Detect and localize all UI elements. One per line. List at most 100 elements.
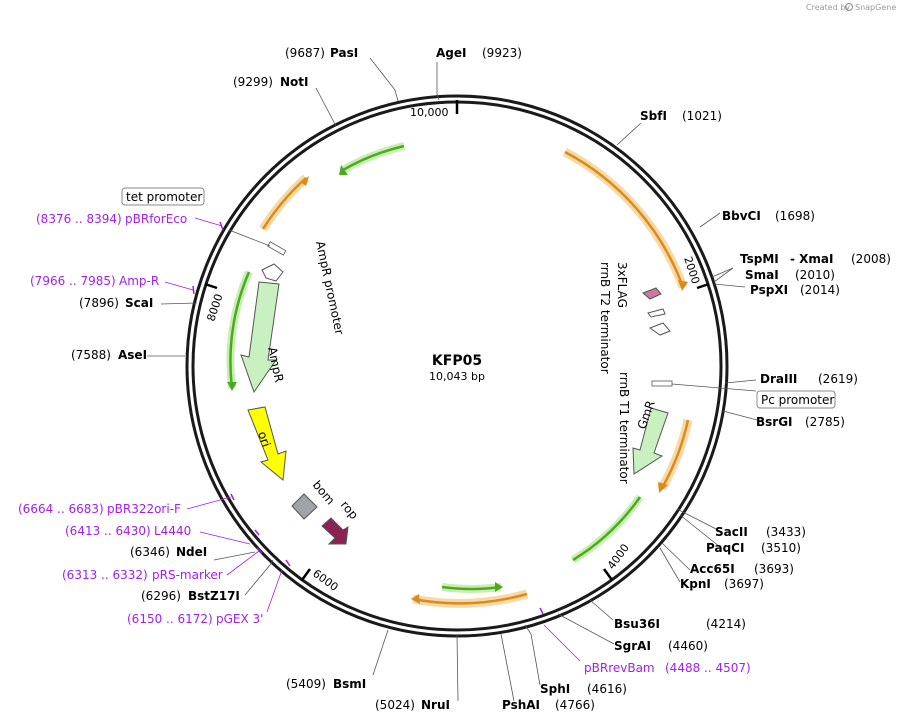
site-noti-position: (9299) [233, 75, 273, 89]
pc-promoter-label: Pc promoter [761, 393, 834, 407]
site-pasi-position: (9687) [285, 46, 325, 60]
feature-ori: ori [255, 430, 273, 449]
site-pshai-position: (4766) [555, 698, 595, 712]
site-kpni-name: KpnI [680, 577, 711, 591]
primer-pbrforeco-range: (8376 .. 8394) [36, 212, 122, 226]
credit-product: SnapGene [855, 3, 896, 12]
tet-promoter-label: tet promoter [126, 190, 202, 204]
orf-arrowheads-green [227, 165, 503, 592]
site-paqci-position: (3510) [761, 541, 801, 555]
site-bsu36i-name: Bsu36I [614, 617, 660, 631]
3xflag-feature [642, 287, 662, 300]
site-smai-position: (2010) [795, 268, 835, 282]
feature-rrnb-t2-terminator: rrnB T2 terminator [598, 262, 612, 374]
site-ndei-position: (6346) [130, 545, 170, 559]
tet-promoter-leader [228, 229, 271, 247]
primer-prs-marker-range: (6313 .. 6332) [62, 568, 148, 582]
primer-pbrrevbam-name: pBRrevBam [584, 661, 655, 675]
site-nrui-position: (5024) [375, 698, 415, 712]
site-asei-position: (7588) [71, 348, 111, 362]
ampr-arrow [240, 281, 280, 394]
primer-pgex3-range: (6150 .. 6172) [127, 612, 213, 626]
site-draiii-name: DraIII [760, 372, 797, 386]
site-sgrai-name: SgrAI [614, 639, 651, 653]
site-xmai-position: (2008) [851, 252, 891, 266]
orf-arcs-green [226, 142, 644, 593]
site-bsu36i-position: (4214) [706, 617, 746, 631]
primer-pgex3-name: pGEX 3' [216, 612, 263, 626]
pc-promoter-box [756, 390, 836, 409]
tick-label-8000: 8000 [204, 292, 225, 323]
plasmid-size: 10,043 bp [429, 370, 485, 383]
site-xmai-name: - XmaI [790, 252, 833, 266]
snapgene-logo-icon [844, 2, 854, 12]
feature-ampr-promoter: AmpR promoter [313, 240, 347, 336]
site-sbfi-position: (1021) [682, 109, 722, 123]
ori-arrow [247, 406, 287, 481]
primer-l4440-range: (6413 .. 6430) [65, 524, 151, 538]
orf-arrowheads-orange [300, 176, 688, 604]
site-tspmi-name: TspMI [740, 252, 779, 266]
site-ndei-name: NdeI [176, 545, 207, 559]
site-bbvci-position: (1698) [775, 209, 815, 223]
plasmid-name: KFP05 [432, 353, 482, 369]
primer-pbr322ori-f-name: pBR322ori-F [107, 502, 181, 516]
primer-ampr-range: (7966 .. 7985) [30, 274, 116, 288]
backbone-ticks [204, 100, 710, 581]
site-kpni-position: (3697) [724, 577, 764, 591]
site-bstz17i-name: BstZ17I [188, 589, 240, 603]
gmr-arrow [632, 407, 669, 475]
tick-label-10000: 10,000 [410, 106, 449, 119]
tet-promoter-marker [267, 241, 287, 256]
site-acc65i-name: Acc65I [690, 562, 735, 576]
pc-promoter-arrow [651, 380, 673, 387]
site-sbfi-name: SbfI [640, 109, 667, 123]
feature-3xflag: 3xFLAG [615, 262, 629, 308]
feature-bom: bom [310, 478, 338, 507]
site-sphi-name: SphI [540, 682, 570, 696]
site-asei-name: AseI [118, 348, 147, 362]
site-agei-name: AgeI [436, 46, 466, 60]
site-sacii-position: (3433) [766, 525, 806, 539]
rop-arrow [321, 517, 349, 545]
site-pshai-name: PshAI [502, 698, 540, 712]
tet-promoter-box [121, 187, 205, 206]
site-bsmi-position: (5409) [286, 677, 326, 691]
site-bstz17i-position: (6296) [141, 589, 181, 603]
pc-promoter-leader [671, 383, 757, 392]
site-smai-name: SmaI [745, 268, 779, 282]
site-draiii-position: (2619) [818, 372, 858, 386]
primer-pbrforeco-name: pBRforEco [125, 212, 187, 226]
rrnb-t1-terminator-arrow [648, 322, 671, 336]
site-sgrai-position: (4460) [668, 639, 708, 653]
site-pspxi-position: (2014) [800, 283, 840, 297]
site-bsmi-name: BsmI [333, 677, 366, 691]
primer-markers [192, 221, 544, 615]
ampr-promoter-arrow [261, 263, 284, 282]
feature-rop: rop [338, 498, 361, 522]
site-scai-name: ScaI [125, 296, 153, 310]
feature-rrnb-t1-terminator-upper: rrnB T1 terminator [617, 372, 631, 484]
bom-feature [291, 493, 318, 520]
primer-pbr322ori-f-range: (6664 .. 6683) [18, 502, 104, 516]
site-scai-position: (7896) [79, 296, 119, 310]
site-sacii-name: SacII [715, 525, 748, 539]
site-pasi-name: PasI [330, 46, 358, 60]
site-bsrgi-position: (2785) [805, 415, 845, 429]
site-bbvci-name: BbvCI [722, 209, 761, 223]
site-acc65i-position: (3693) [754, 562, 794, 576]
site-noti-name: NotI [280, 75, 309, 89]
primer-prs-marker-name: pRS-marker [152, 568, 223, 582]
site-nrui-name: NruI [421, 698, 450, 712]
site-leader-lines [147, 57, 758, 702]
primer-leader-lines [164, 217, 581, 662]
credit-created-by: Created by [806, 3, 850, 12]
site-sphi-position: (4616) [587, 682, 627, 696]
site-paqci-name: PaqCI [706, 541, 744, 555]
site-pspxi-name: PspXI [750, 283, 788, 297]
primer-pbrrevbam-range: (4488 .. 4507) [665, 661, 751, 675]
rrnb-t2-terminator-arrow [647, 308, 666, 318]
primer-l4440-name: L4440 [154, 524, 191, 538]
primer-ampr-name: Amp-R [119, 274, 159, 288]
